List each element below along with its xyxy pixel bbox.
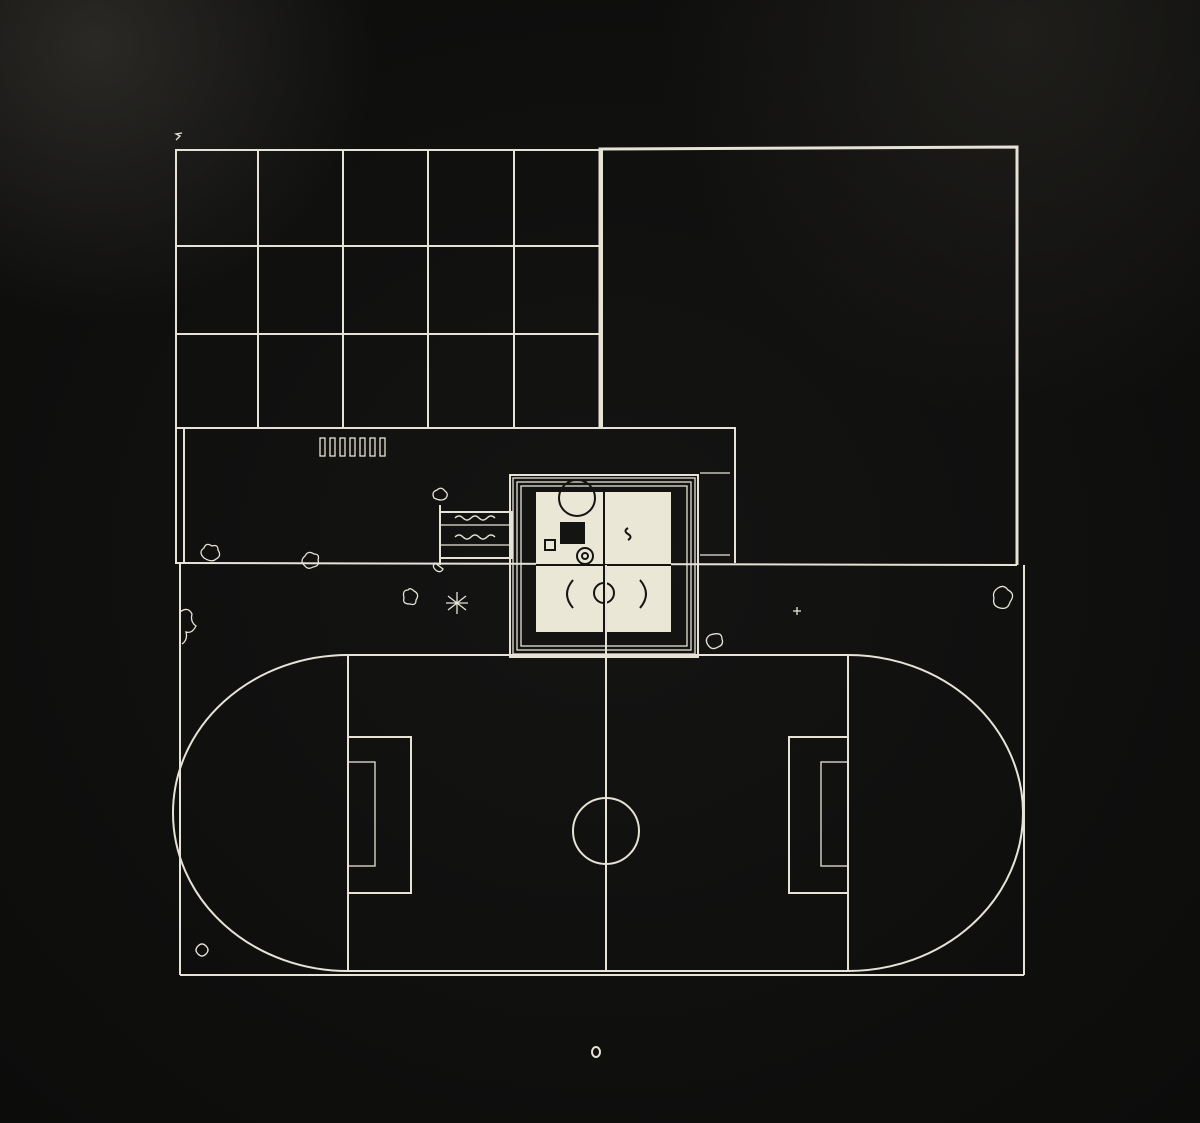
shrub-icon <box>179 487 1014 957</box>
grid-garden-icon <box>173 132 603 429</box>
site-boundary <box>179 563 1025 976</box>
small-cross-icon <box>793 607 801 615</box>
lawn-plot-icon <box>598 145 1019 565</box>
football-pitch-icon <box>172 565 1024 972</box>
house-plan-icon <box>509 474 699 658</box>
tree-symbol-icon <box>446 592 468 614</box>
north-point-icon <box>591 1046 601 1058</box>
